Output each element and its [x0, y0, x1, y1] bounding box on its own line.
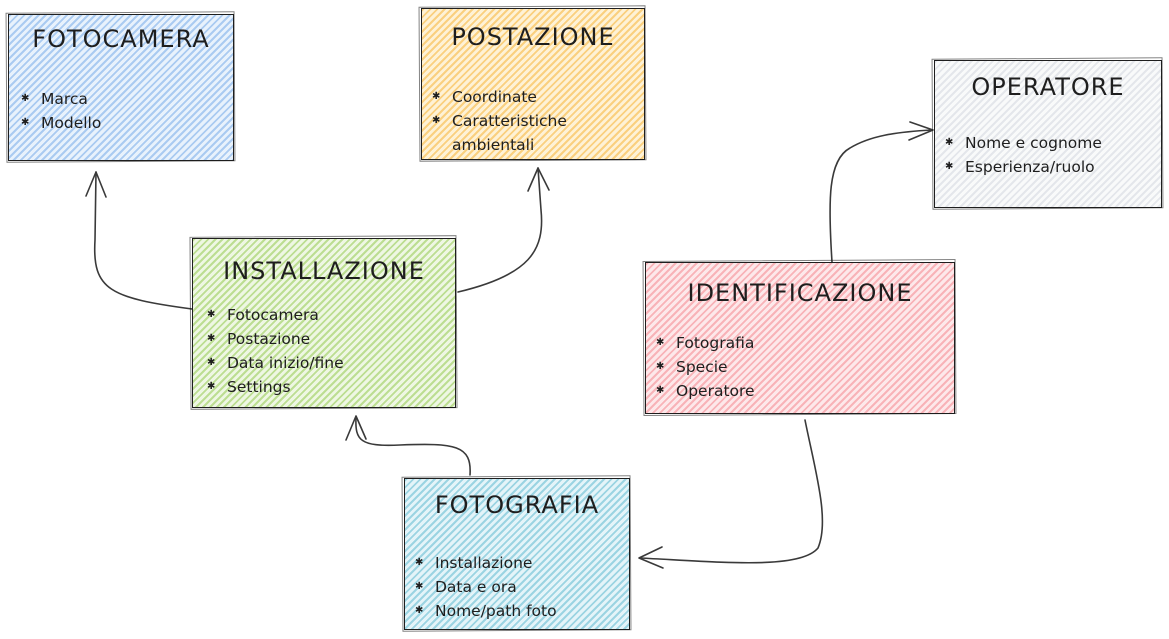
entity-operatore[interactable]: OPERATORE Nome e cognome Esperienza/ruol… [934, 60, 1162, 208]
attribute-item: Modello [21, 111, 101, 135]
arrow-identificazione-to-operatore [829, 121, 934, 263]
attribute-item: Coordinate [432, 85, 622, 109]
attribute-item: Fotocamera [207, 303, 344, 327]
entity-operatore-title: OPERATORE [971, 73, 1125, 101]
attribute-item: Esperienza/ruolo [945, 155, 1102, 179]
entity-identificazione-title: IDENTIFICAZIONE [687, 279, 913, 307]
entity-operatore-attributes: Nome e cognome Esperienza/ruolo [945, 131, 1102, 179]
entity-fotocamera-attributes: Marca Modello [21, 87, 101, 135]
attribute-item: Nome e cognome [945, 131, 1102, 155]
arrow-fotografia-to-installazione [345, 415, 471, 476]
attribute-item: Marca [21, 87, 101, 111]
entity-fotocamera-title: FOTOCAMERA [32, 25, 210, 53]
arrow-installazione-to-postazione [457, 167, 550, 293]
entity-postazione[interactable]: POSTAZIONE Coordinate Caratteristiche am… [421, 8, 645, 160]
entity-fotografia[interactable]: FOTOGRAFIA Installazione Data e ora Nome… [404, 478, 630, 630]
entity-installazione-attributes: Fotocamera Postazione Data inizio/fine S… [207, 303, 344, 399]
arrow-identificazione-to-fotografia [638, 419, 824, 569]
entity-fotografia-attributes: Installazione Data e ora Nome/path foto [415, 551, 557, 623]
attribute-item: Postazione [207, 327, 344, 351]
attribute-item: Data e ora [415, 575, 557, 599]
entity-identificazione-attributes: Fotografia Specie Operatore [656, 331, 755, 403]
attribute-item: Specie [656, 355, 755, 379]
attribute-item: Data inizio/fine [207, 351, 344, 375]
attribute-item: Caratteristiche ambientali [432, 109, 622, 157]
arrow-installazione-to-fotocamera [85, 171, 193, 310]
entity-postazione-title: POSTAZIONE [451, 23, 615, 51]
entity-fotografia-title: FOTOGRAFIA [434, 491, 600, 519]
entity-postazione-attributes: Coordinate Caratteristiche ambientali [432, 85, 622, 157]
entity-identificazione[interactable]: IDENTIFICAZIONE Fotografia Specie Operat… [645, 262, 955, 414]
entity-installazione-title: INSTALLAZIONE [223, 257, 425, 285]
entity-fotocamera[interactable]: FOTOCAMERA Marca Modello [8, 14, 234, 161]
attribute-item: Nome/path foto [415, 599, 557, 623]
attribute-item: Operatore [656, 379, 755, 403]
entity-installazione[interactable]: INSTALLAZIONE Fotocamera Postazione Data… [192, 238, 456, 408]
attribute-item: Installazione [415, 551, 557, 575]
attribute-item: Fotografia [656, 331, 755, 355]
attribute-item: Settings [207, 375, 344, 399]
